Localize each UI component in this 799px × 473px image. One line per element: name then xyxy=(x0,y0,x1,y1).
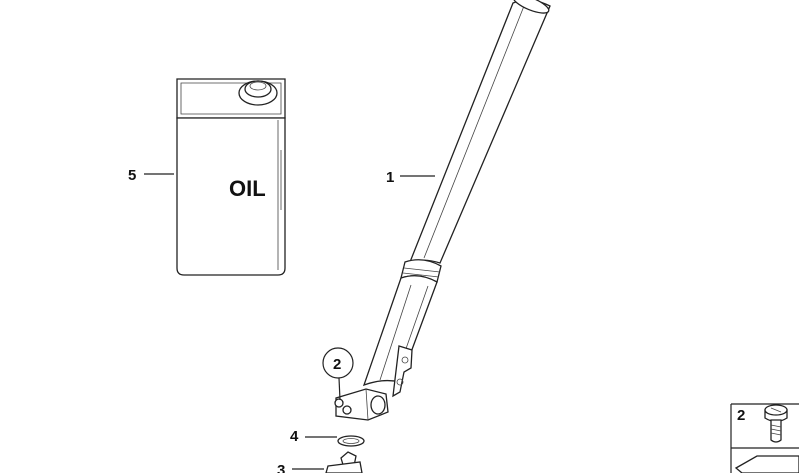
legend-panel: 2 xyxy=(730,403,799,473)
washer xyxy=(337,435,365,447)
callout-3-number: 3 xyxy=(277,462,285,473)
callout-2-circled: 2 xyxy=(322,347,354,401)
callout-1-number: 1 xyxy=(386,169,394,186)
oil-can: OIL xyxy=(176,78,286,276)
bolt-icon xyxy=(764,404,788,443)
callout-2-number: 2 xyxy=(333,356,341,373)
callout-4-number: 4 xyxy=(290,428,299,445)
oil-can-cap xyxy=(238,80,278,106)
callout-3: 3 xyxy=(277,462,324,473)
legend-arrow-icon xyxy=(734,455,799,473)
fork-tube xyxy=(334,0,551,421)
callout-5-number: 5 xyxy=(128,167,136,184)
callout-4: 4 xyxy=(290,428,337,445)
legend-bolt-number: 2 xyxy=(737,407,745,424)
fork-bottom-bracket xyxy=(334,345,413,421)
oil-can-label: OIL xyxy=(229,176,266,201)
callout-5: 5 xyxy=(128,167,174,184)
drain-screw xyxy=(325,451,363,473)
callout-1: 1 xyxy=(386,169,435,186)
